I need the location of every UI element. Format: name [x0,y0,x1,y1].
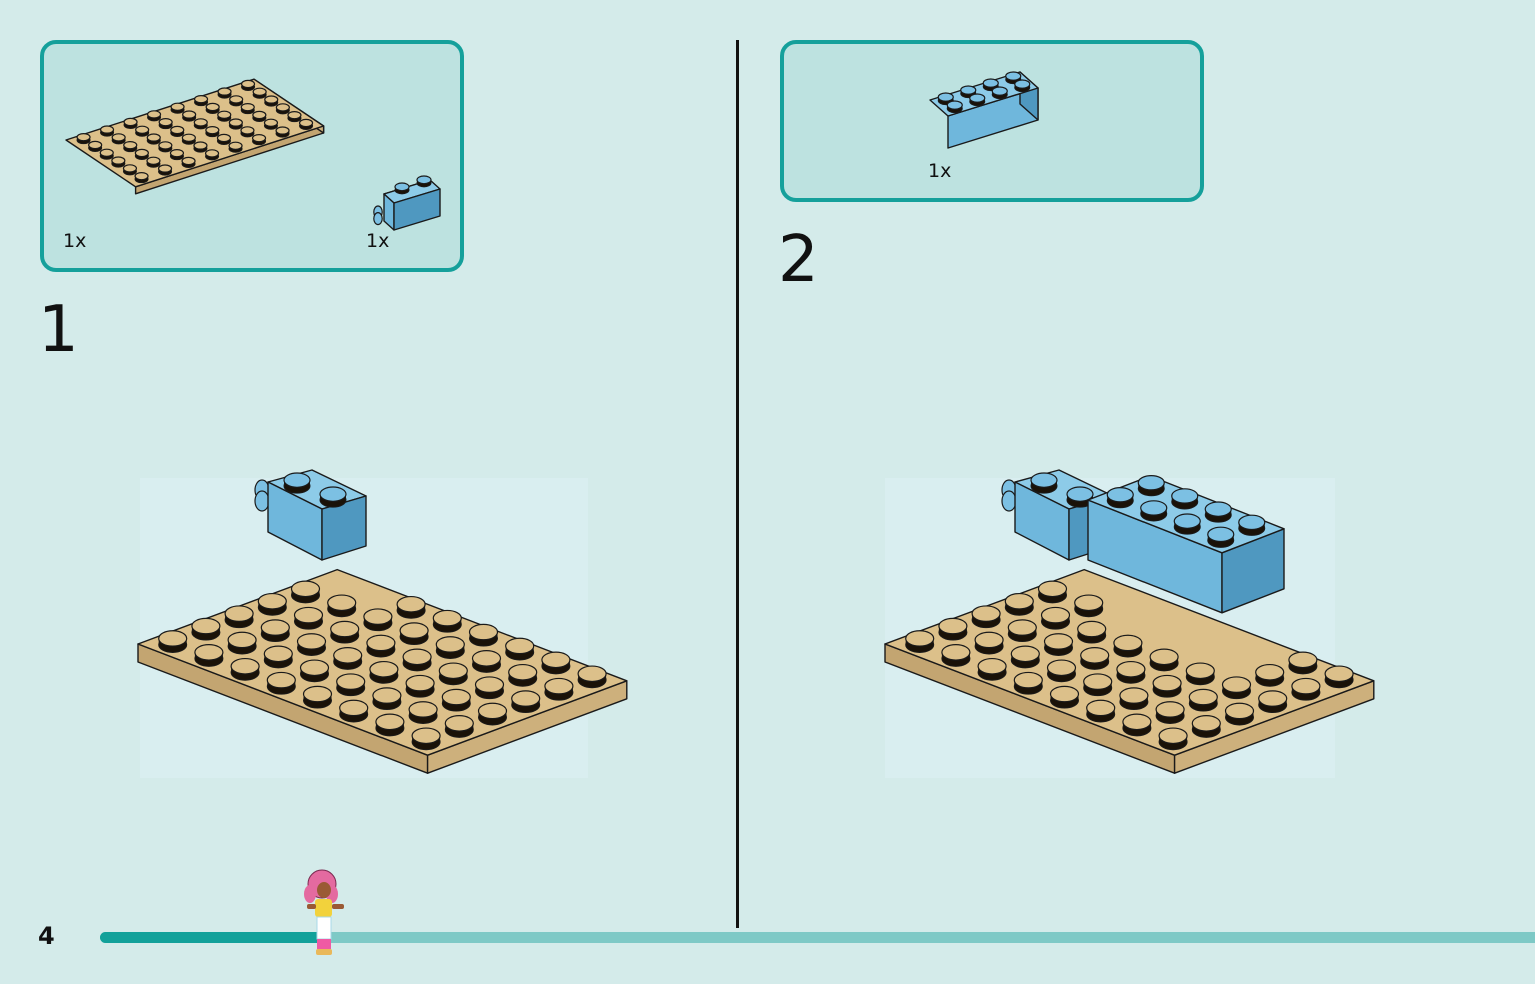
step-divider [736,40,739,928]
parts-list-step-2: 1x [780,40,1204,202]
blue-brick-part-image [929,71,1039,149]
step-number-1: 1 [38,293,79,367]
step-1-assembly-image [137,469,628,774]
progress-bar-fill [100,932,331,943]
tan-plate-part-image [65,78,325,195]
page-number: 4 [38,922,55,950]
minifigure-progress-marker-icon [304,869,344,955]
part-qty-clip-brick: 1x [366,230,390,252]
part-qty-plate: 1x [63,230,87,252]
blue-clip-brick-part-image [373,175,441,231]
progress-bar [100,932,1535,943]
parts-list-step-1: 1x 1x [40,40,464,272]
step-number-2: 2 [778,223,819,297]
part-qty-brick-2x4: 1x [928,160,952,182]
